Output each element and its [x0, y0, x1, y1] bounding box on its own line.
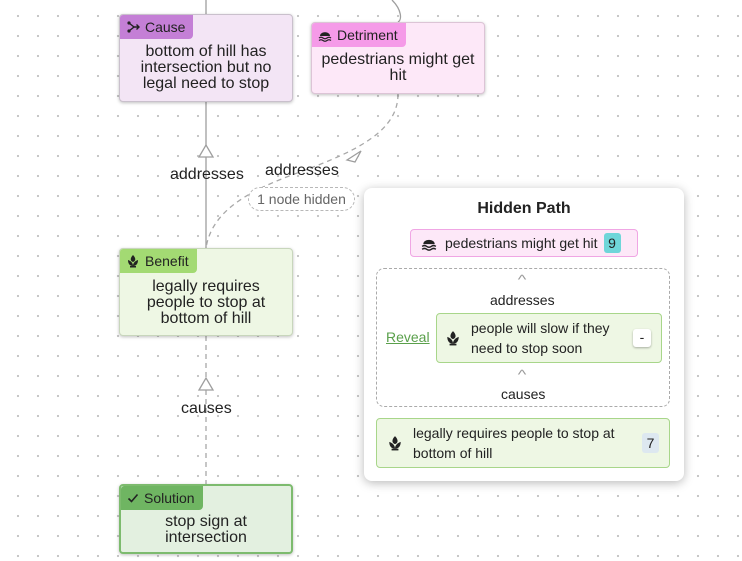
tag-benefit-label: Benefit	[145, 253, 189, 269]
hidden-path-popover: Hidden Path pedestrians might get hit 9 …	[364, 188, 684, 481]
tag-solution-label: Solution	[144, 490, 195, 506]
edge-arrow-addresses-left	[197, 143, 215, 158]
detriment-icon	[421, 239, 437, 251]
collapse-button[interactable]: -	[633, 329, 651, 347]
hidden-node[interactable]: people will slow if they need to stop so…	[436, 313, 662, 363]
node-detriment-text: pedestrians might get hit	[321, 51, 475, 84]
tag-detriment: Detriment	[312, 23, 406, 47]
edge-dashed-detriment-benefit	[205, 93, 399, 249]
detriment-icon	[318, 32, 332, 42]
node-cause-text: bottom of hill has intersection but no l…	[140, 43, 272, 92]
hidden-section: ^ addresses Reveal people will slow if t…	[376, 268, 670, 407]
edge-arrow-causes	[197, 376, 215, 391]
reveal-link[interactable]: Reveal	[386, 329, 430, 345]
hidden-label-causes: causes	[501, 386, 546, 402]
popover-top-node[interactable]: pedestrians might get hit 9	[410, 229, 638, 257]
edge-label-addresses-right: addresses	[265, 162, 339, 179]
node-detriment[interactable]: Detriment pedestrians might get hit	[311, 22, 485, 94]
tag-solution: Solution	[121, 486, 203, 510]
node-cause[interactable]: Cause bottom of hill has intersection bu…	[119, 14, 293, 102]
node-solution[interactable]: Solution stop sign at intersection	[119, 484, 293, 554]
hidden-label-addresses: addresses	[490, 292, 555, 308]
benefit-icon	[447, 331, 459, 346]
hidden-node-text: people will slow if they need to stop so…	[471, 320, 610, 356]
tag-detriment-label: Detriment	[337, 27, 398, 43]
popover-top-node-count: 9	[603, 233, 621, 253]
cause-icon	[127, 21, 140, 33]
popover-bottom-node[interactable]: legally requires people to stop at botto…	[376, 418, 670, 468]
benefit-icon	[389, 436, 401, 451]
caret-up-icon: ^	[517, 367, 527, 382]
edge-label-addresses-left: addresses	[170, 166, 244, 183]
tag-cause-label: Cause	[145, 19, 186, 35]
popover-top-node-text: pedestrians might get hit	[445, 235, 598, 251]
popover-bottom-node-count: 7	[642, 433, 659, 453]
tag-benefit: Benefit	[120, 249, 197, 273]
caret-up-icon: ^	[517, 272, 527, 287]
popover-title: Hidden Path	[477, 200, 571, 217]
hidden-nodes-pill[interactable]: 1 node hidden	[248, 187, 355, 211]
edge-curve-detriment-top	[391, 0, 402, 23]
popover-bottom-node-text: legally requires people to stop at botto…	[413, 425, 615, 461]
node-solution-text: stop sign at intersection	[165, 513, 247, 546]
edge-label-causes: causes	[181, 400, 232, 417]
benefit-icon	[128, 255, 138, 268]
check-icon	[127, 493, 139, 503]
node-benefit-text: legally requires people to stop at botto…	[146, 278, 266, 327]
node-benefit[interactable]: Benefit legally requires people to stop …	[119, 248, 293, 336]
edge-arrow-addresses-right	[345, 150, 362, 163]
tag-cause: Cause	[120, 15, 194, 39]
